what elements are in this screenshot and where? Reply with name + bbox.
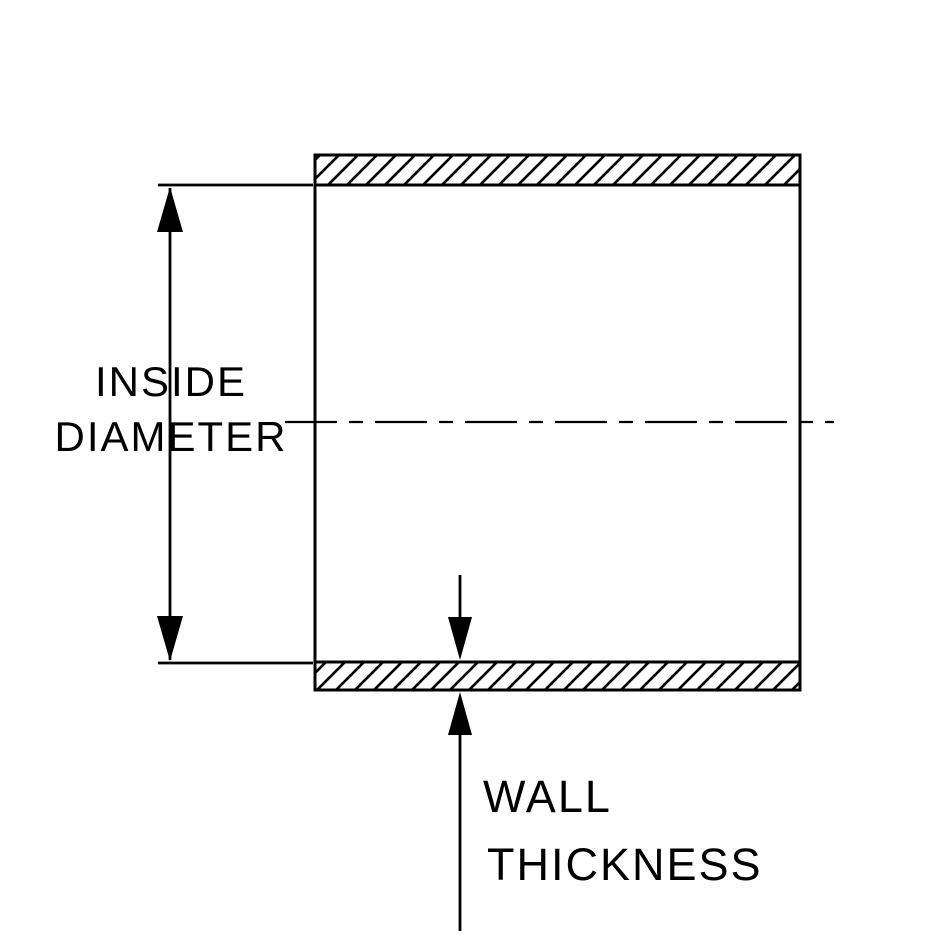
top-wall-hatch <box>313 153 802 187</box>
inside-diameter-label-line2: DIAMETER <box>54 413 287 460</box>
wall-thickness-label-line1: WALL <box>483 771 612 822</box>
wall-thickness-arrow-up-icon <box>448 692 472 735</box>
wall-thickness-label-line2: THICKNESS <box>487 839 763 890</box>
inside-diameter-arrow-up-icon <box>157 187 183 232</box>
wall-thickness-arrow-down-icon <box>448 617 472 660</box>
inside-diameter-arrow-down-icon <box>157 616 183 661</box>
bottom-wall-hatch <box>313 660 802 692</box>
inside-diameter-label-line1: INSIDE <box>95 358 247 405</box>
